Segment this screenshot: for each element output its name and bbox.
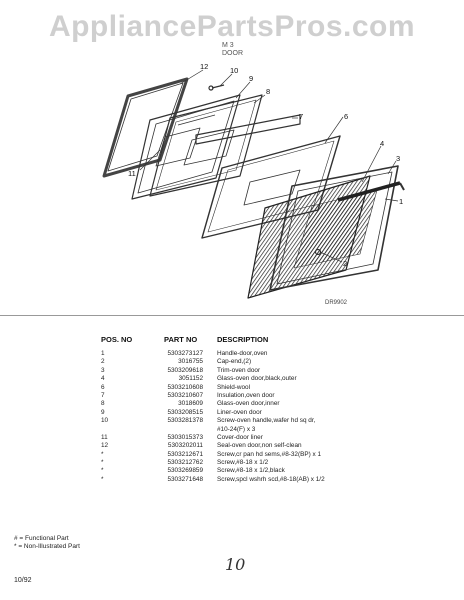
handwritten-note: 10 xyxy=(225,555,246,574)
part-seal-gasket xyxy=(102,77,189,178)
callout-7: 7 xyxy=(299,112,303,121)
legend-functional: # = Functional Part xyxy=(14,535,69,542)
part-no-cell: 5303208515 xyxy=(167,408,203,416)
pos-cell: 1 xyxy=(101,350,105,357)
part-no-cell: 5303209618 xyxy=(167,366,203,374)
description-cell: Screw-oven handle,wafer hd sq dr, xyxy=(217,417,316,425)
callout-1: 1 xyxy=(399,197,403,206)
pos-cell: * xyxy=(101,475,104,483)
table-row: 6 5303210608 Shield-wool xyxy=(0,384,464,392)
pos-cell: 8 xyxy=(101,400,105,408)
pos-cell: 9 xyxy=(101,408,105,416)
part-no-cell: 3016755 xyxy=(178,358,203,366)
pos-cell: 6 xyxy=(101,383,105,391)
header-description: DESCRIPTION xyxy=(217,335,269,344)
table-row: 9 5303208515 Liner-oven door xyxy=(0,409,464,417)
legend-non-illustrated: * = Non-Illustrated Part xyxy=(14,542,80,550)
table-row: 8 3018609 Glass-oven door,inner xyxy=(0,400,464,408)
model-title-line1: M 3 xyxy=(222,42,234,49)
part-inner-glass xyxy=(149,94,263,197)
pos-cell: * xyxy=(101,450,104,458)
description-cell: Glass-oven door,inner xyxy=(217,400,280,408)
description-cell: Screw,#8-18 x 1/2 xyxy=(217,459,269,467)
pos-cell: 4 xyxy=(101,375,105,383)
model-title-line2: DOOR xyxy=(222,50,243,57)
legend: # = Functional Part * = Non-Illustrated … xyxy=(14,535,80,550)
part-no-cell: 5303210608 xyxy=(167,383,203,391)
callout-9: 9 xyxy=(249,74,253,83)
table-row: 2 3016755 Cap-end,(2) xyxy=(0,358,464,366)
callout-11: 11 xyxy=(128,169,136,178)
part-no-cell: 5303212762 xyxy=(167,459,203,467)
description-cell: Screw,#8-18 x 1/2,black xyxy=(217,467,285,475)
callout-4: 4 xyxy=(380,139,384,148)
table-row: * 5303212762 Screw,#8-18 x 1/2 xyxy=(0,459,464,467)
pos-cell: * xyxy=(101,459,104,467)
callout-10: 10 xyxy=(230,66,238,75)
table-row: 12 5303202011 Seal-oven door,non self-clea… xyxy=(0,442,464,450)
callout-2: 2 xyxy=(343,259,347,268)
pos-cell: 11 xyxy=(101,433,108,441)
description-cell: Shield-wool xyxy=(217,383,251,391)
exploded-door-diagram: 12 10 9 8 7 6 11 4 3 1 2 xyxy=(102,62,405,299)
table-row: 1 5303273127 Handle-door,oven xyxy=(0,350,464,358)
description-cell: Trim-oven door xyxy=(217,366,261,374)
part-no-cell: 5303273127 xyxy=(167,350,203,357)
table-row: * 5303212671 Screw,cr pan hd sems,#8-32(BP… xyxy=(0,451,464,459)
part-no-cell: 3051152 xyxy=(178,375,203,383)
pos-cell: 3 xyxy=(101,366,105,374)
part-no-cell: 5303281378 xyxy=(167,417,203,425)
callout-8: 8 xyxy=(266,87,270,96)
description-cell: Glass-oven door,black,outer xyxy=(217,375,297,383)
part-no-cell: 5303015373 xyxy=(167,433,203,441)
model-title: M 3 DOOR xyxy=(222,42,243,58)
header-pos-no: POS. NO xyxy=(101,335,133,344)
divider xyxy=(0,315,464,316)
description-cell: #10-24(F) x 3 xyxy=(217,425,256,433)
table-row: 10 5303281378 Screw-oven handle,wafer hd s… xyxy=(0,417,464,425)
leader-lines xyxy=(139,69,399,263)
part-handle-screw xyxy=(208,84,225,91)
pos-cell: 12 xyxy=(101,442,109,450)
revision-date: 10/92 xyxy=(14,577,32,584)
description-cell: Handle-door,oven xyxy=(217,350,268,357)
part-no-cell: 5303212671 xyxy=(167,450,203,458)
table-row: 11 5303015373 Cover-door liner xyxy=(0,434,464,442)
callout-6: 6 xyxy=(344,112,348,121)
callout-3: 3 xyxy=(396,154,400,163)
description-cell: Screw,cr pan hd sems,#8-32(BP) x 1 xyxy=(217,450,322,458)
parts-table: 1 5303273127 Handle-door,oven 2 3016755 Cap-e… xyxy=(0,350,464,484)
part-no-cell: 5303210607 xyxy=(167,391,203,399)
diagram-code: DR9902 xyxy=(325,300,348,306)
table-row: #10-24(F) x 3 xyxy=(0,426,464,434)
part-insulation xyxy=(195,114,301,145)
table-row: 7 5303210607 Insulation,oven door xyxy=(0,392,464,400)
pos-cell: 10 xyxy=(101,417,109,425)
pos-cell: * xyxy=(101,467,104,475)
pos-cell: 2 xyxy=(101,358,105,366)
part-no-cell: 5303271648 xyxy=(167,475,203,483)
pos-cell: 7 xyxy=(101,391,105,399)
table-row: * 5303271648 Screw,spcl wshrh scd,#8-18(AB… xyxy=(0,476,464,484)
watermark: AppliancePartsPros.com xyxy=(48,10,416,43)
description-cell: Cap-end,(2) xyxy=(217,358,252,366)
table-row: * 5303269859 Screw,#8-18 x 1/2,black xyxy=(0,467,464,475)
table-row: 4 3051152 Glass-oven door,black,outer xyxy=(0,375,464,383)
description-cell: Seal-oven door,non self-clean xyxy=(217,442,302,450)
description-cell: Screw,spcl wshrh scd,#8-18(AB) x 1/2 xyxy=(217,475,325,483)
part-handle xyxy=(337,181,405,202)
description-cell: Cover-door liner xyxy=(217,433,263,441)
table-row: 3 5303209618 Trim-oven door xyxy=(0,367,464,375)
description-cell: Insulation,oven door xyxy=(217,391,275,399)
part-no-cell: 3018609 xyxy=(178,400,203,408)
part-no-cell: 5303269859 xyxy=(167,467,203,475)
description-cell: Liner-oven door xyxy=(217,408,262,416)
callout-12: 12 xyxy=(200,62,208,71)
part-door-trim xyxy=(269,165,399,291)
part-no-cell: 5303202011 xyxy=(167,442,203,450)
header-part-no: PART NO xyxy=(164,335,198,344)
